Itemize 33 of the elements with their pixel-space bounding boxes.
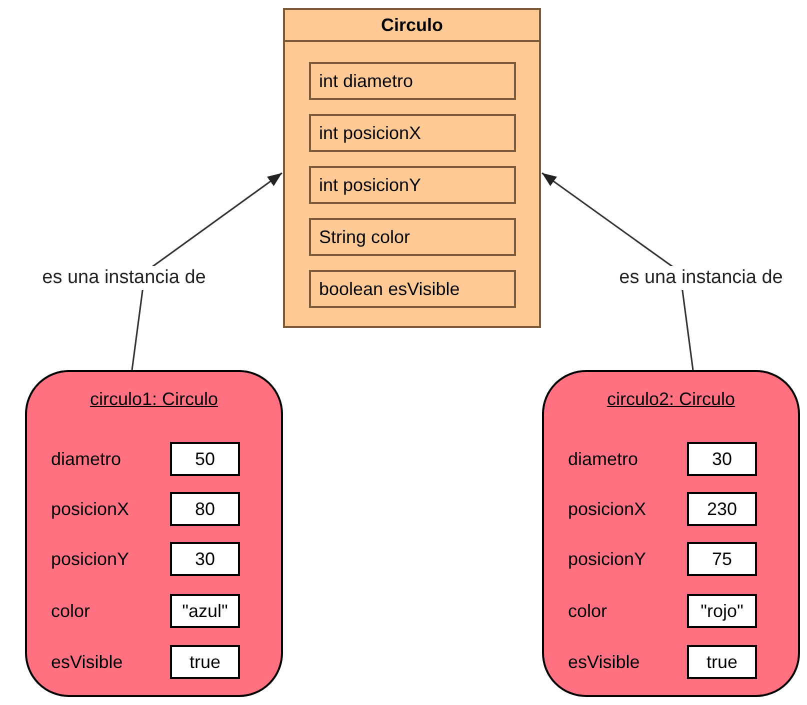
object-name: circulo2: Circulo [606, 388, 736, 411]
class-name: Circulo [285, 10, 539, 42]
attribute-name: diametro [568, 448, 638, 471]
attribute-field: int posicionX [309, 114, 516, 152]
value-box: 230 [687, 492, 757, 526]
attribute-name: esVisible [51, 651, 123, 674]
attribute-name: posicionY [51, 548, 130, 571]
attribute-name: color [51, 600, 90, 623]
value-box: 30 [170, 542, 240, 576]
value-box: 75 [687, 542, 757, 576]
attribute-name: posicionY [568, 548, 646, 571]
value-box: true [170, 645, 240, 679]
object-box [25, 370, 283, 697]
attribute-name: esVisible [568, 651, 640, 674]
value-box: "azul" [170, 594, 240, 628]
value-box: 80 [170, 492, 240, 526]
attribute-field: int posicionY [309, 166, 516, 204]
value-box: "rojo" [687, 594, 757, 628]
attribute-field: String color [309, 218, 516, 256]
class-box [283, 8, 541, 328]
value-box: 50 [170, 442, 240, 476]
attribute-name: color [568, 600, 608, 623]
arrow [542, 172, 694, 370]
attribute-name: diametro [51, 448, 122, 471]
object-box [542, 370, 800, 697]
object-name: circulo1: Circulo [88, 388, 220, 411]
value-box: 30 [687, 442, 757, 476]
attribute-field: boolean esVisible [309, 270, 516, 308]
attribute-field: int diametro [309, 62, 516, 100]
arrow [131, 172, 282, 370]
value-box: true [687, 645, 757, 679]
attribute-name: posicionX [51, 498, 130, 521]
attribute-name: posicionX [568, 498, 646, 521]
